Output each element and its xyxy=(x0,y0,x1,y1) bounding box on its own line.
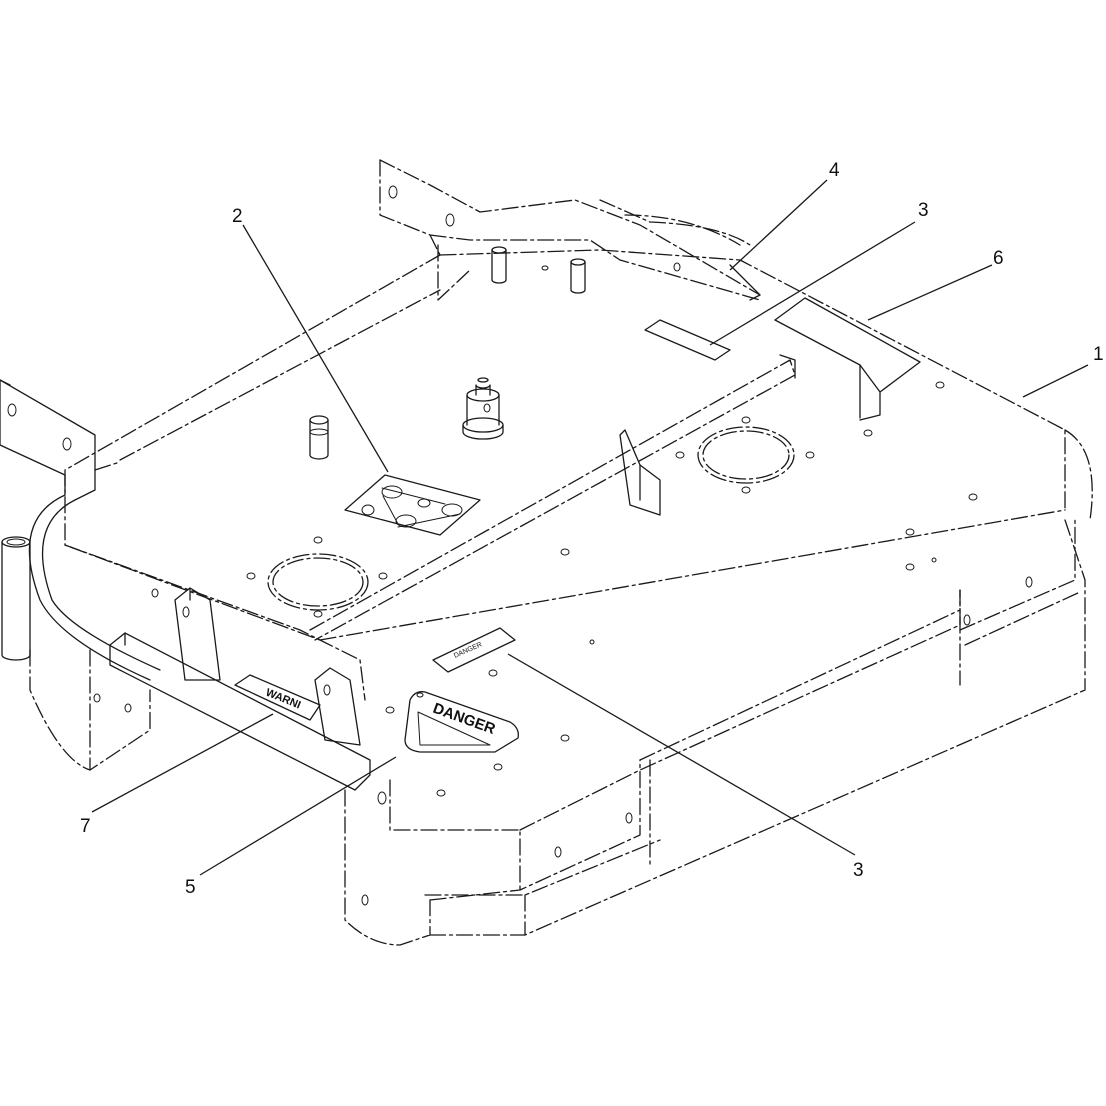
front-skirt xyxy=(344,519,1081,946)
left-post xyxy=(1,536,31,661)
callout-3-bottom: 3 xyxy=(853,860,864,881)
leader-lines xyxy=(91,179,1089,876)
left-pin xyxy=(309,415,329,460)
leader-4 xyxy=(729,179,828,271)
leader-6 xyxy=(867,264,993,321)
blade-openings xyxy=(267,426,795,611)
left-skirt xyxy=(29,588,159,771)
deck-top-outline xyxy=(64,249,1093,936)
callout-4: 4 xyxy=(829,160,840,181)
callout-3-top: 3 xyxy=(918,200,929,221)
center-rail xyxy=(119,289,796,641)
belt-routing-decal xyxy=(344,474,481,536)
front-bar xyxy=(64,544,371,791)
rear-bracket xyxy=(379,159,761,301)
callout-6: 6 xyxy=(993,248,1004,269)
bolt-holes xyxy=(246,265,978,797)
rear-pins xyxy=(491,246,586,294)
leader-1 xyxy=(1022,364,1089,398)
leader-3-bottom xyxy=(507,653,856,856)
leader-2 xyxy=(242,224,389,473)
callout-7: 7 xyxy=(80,816,91,837)
callout-labels: 1 2 3 4 6 7 5 3 xyxy=(80,160,1104,898)
leader-5 xyxy=(199,756,397,876)
small-danger-decal: DANGER xyxy=(432,627,516,673)
callout-1: 1 xyxy=(1093,344,1104,365)
leader-7 xyxy=(91,713,274,813)
callout-5: 5 xyxy=(185,877,196,898)
leader-3-top xyxy=(709,221,916,346)
rear-baffle-plate xyxy=(774,297,921,421)
warning-decal: WARNI xyxy=(234,674,321,721)
callout-2: 2 xyxy=(232,206,243,227)
left-bracket xyxy=(0,379,161,681)
danger-decal: DANGER xyxy=(404,691,519,753)
center-spindle xyxy=(462,377,504,440)
small-decal-rear xyxy=(644,319,731,361)
